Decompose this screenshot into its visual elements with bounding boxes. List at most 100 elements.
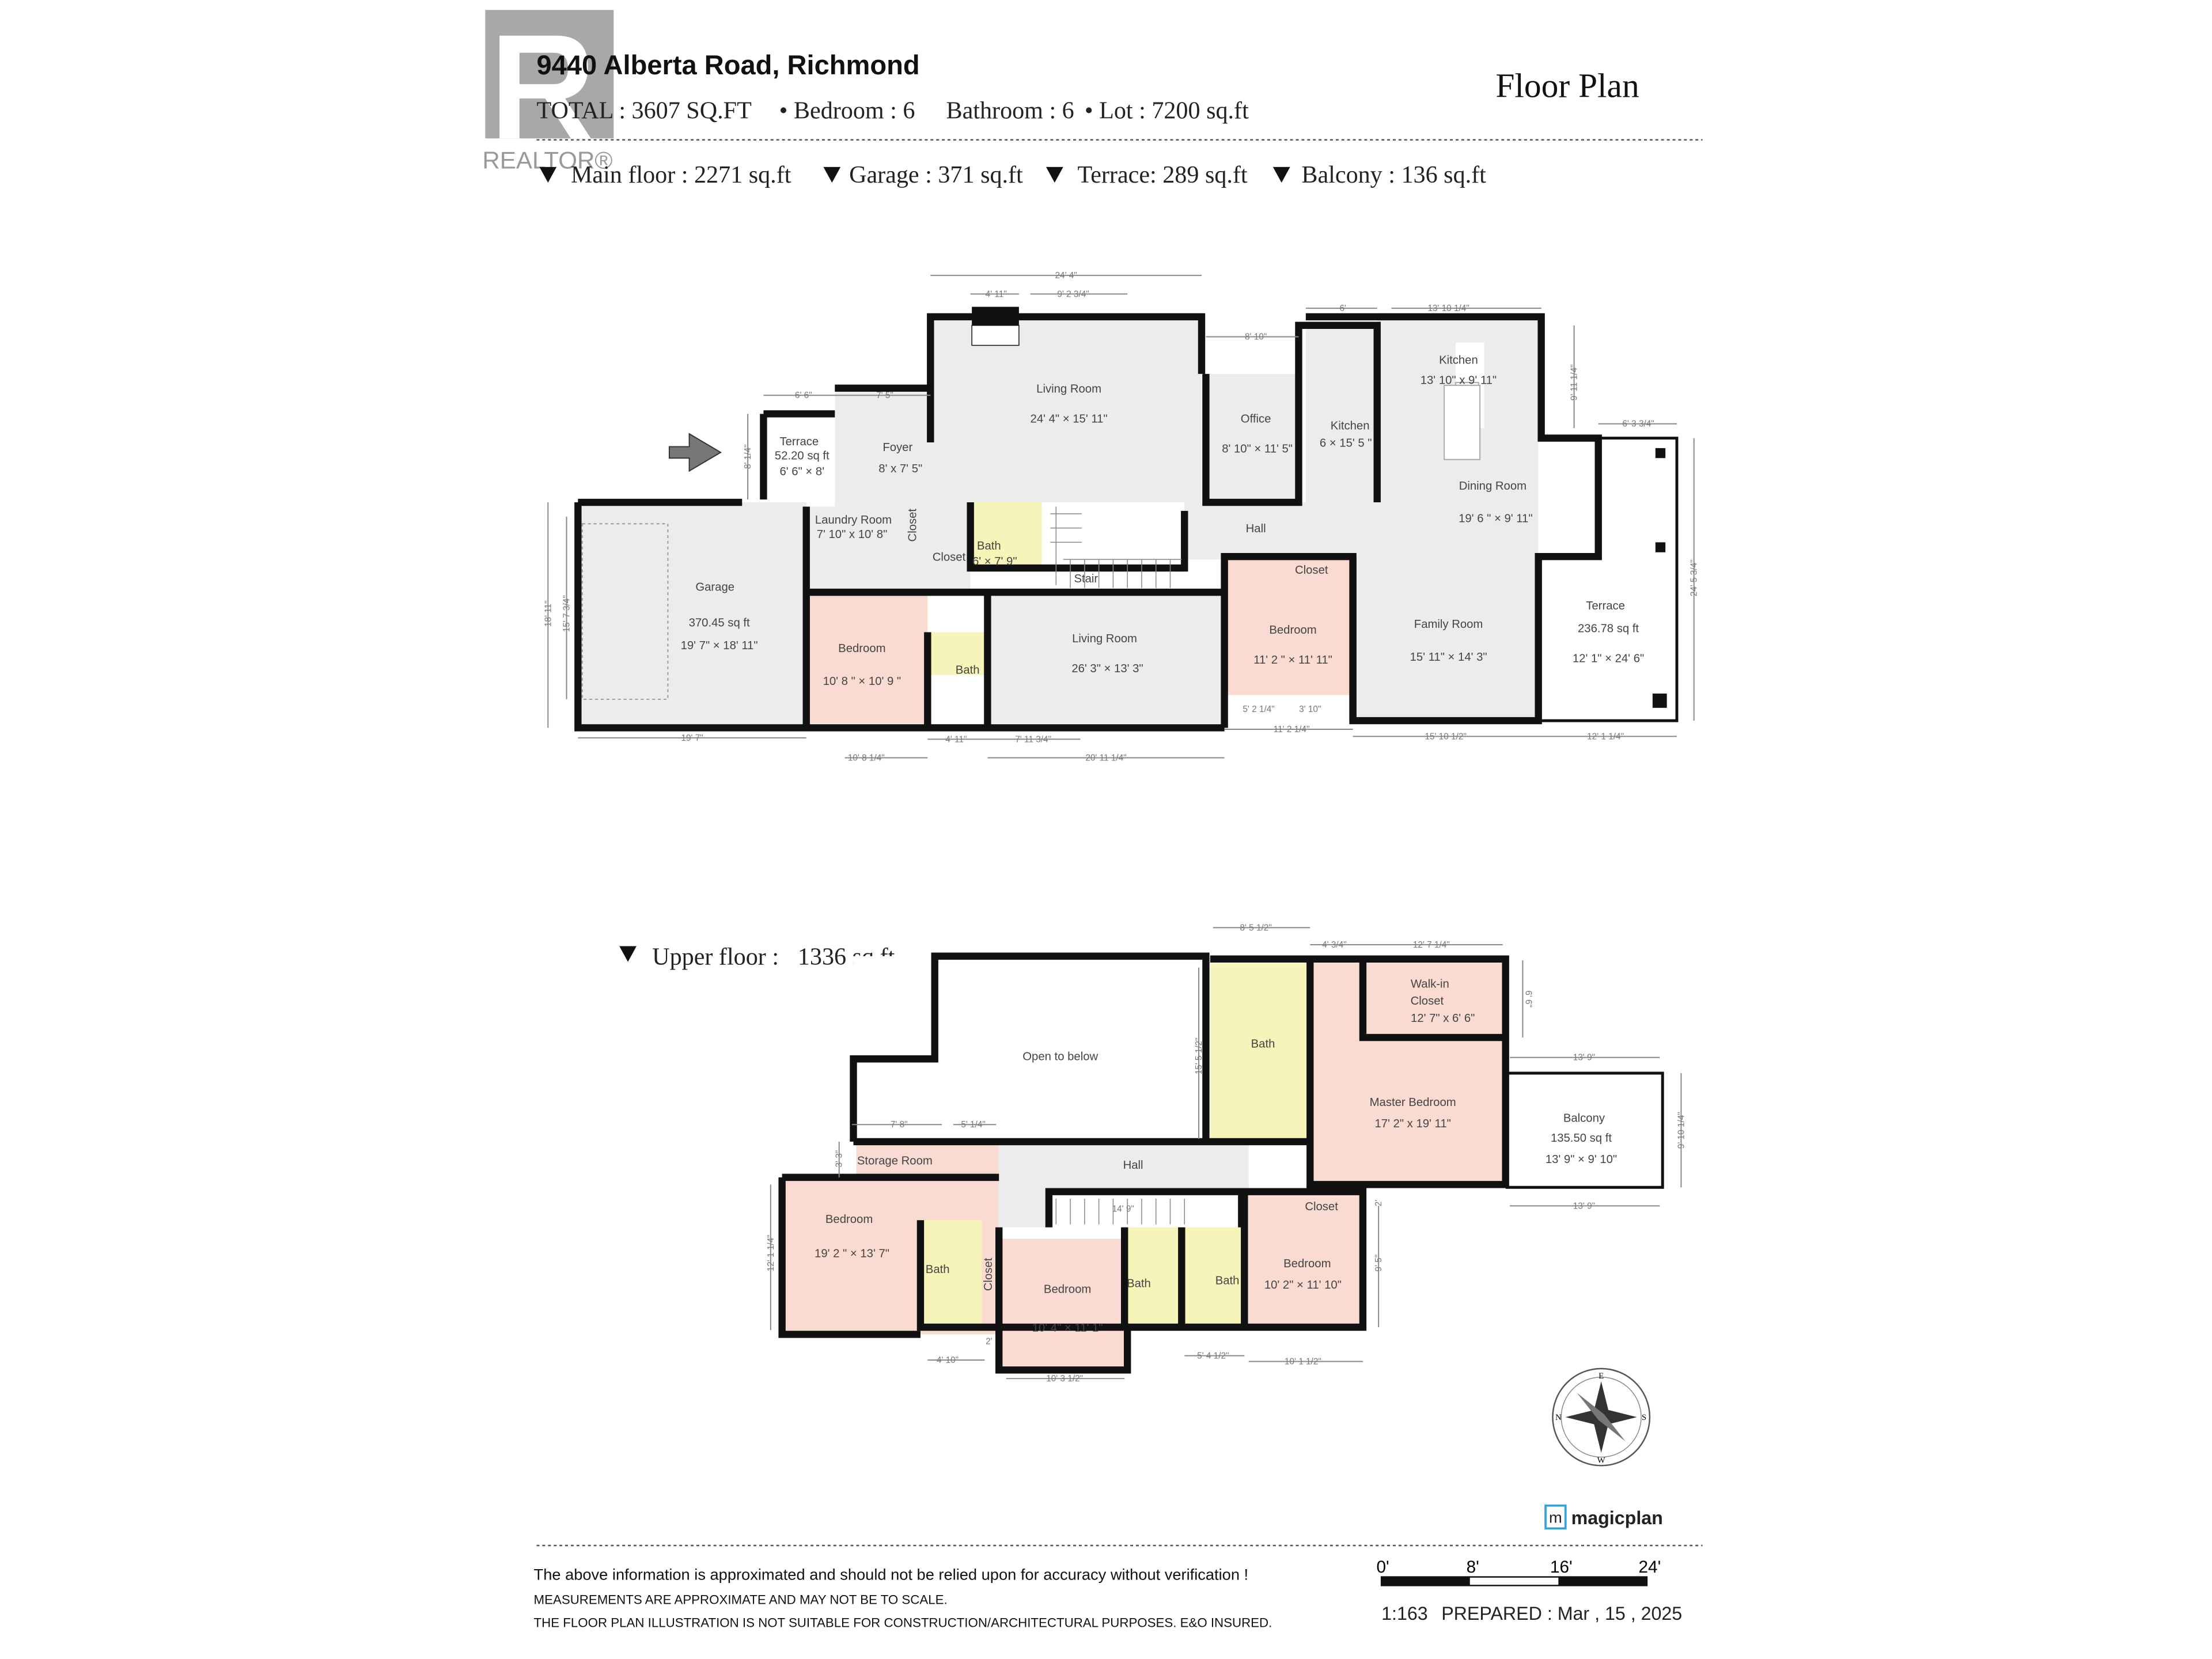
room-name: Open to below [1022,1051,1098,1063]
room-name: Closet [933,551,966,564]
room-name: Living Room [1036,382,1101,395]
room-name: Garage [695,581,734,594]
scale-tick: 16' [1550,1558,1573,1577]
room-name-line2: Closet [1411,995,1444,1007]
room-size: 10' 4" × 11' 1" [1032,1321,1103,1334]
dimension-label: 2' [986,1337,993,1347]
dimension-label: 2' [1374,1200,1384,1207]
room-name: Foyer [882,441,912,454]
dimension-label: 4' 10" [937,1355,959,1365]
realtor-logo: REALTOR® [482,10,614,173]
area-garage: Garage : 371 sq.ft [849,161,1023,188]
dimension-label: 6' 6" [1523,990,1533,1007]
room-name: Closet [1305,1200,1338,1213]
compass-letter: W [1597,1456,1605,1465]
dimension-label: 13' 9" [1573,1201,1595,1211]
room-size: 8' x 7' 5" [878,463,922,475]
dimension-label: 4' 11" [986,289,1007,299]
kitchen-island [1444,384,1481,460]
total-area: TOTAL : 3607 SQ.FT [537,97,752,124]
room-name: Bedroom [1283,1257,1331,1270]
room-name: Terrace [780,435,819,448]
magicplan-name: magicplan [1571,1508,1663,1528]
scale-tick: 24' [1639,1558,1661,1577]
dimension-label: 4' 3/4" [1322,940,1347,950]
dimension-label: 5' 2 1/4" [1243,704,1274,714]
room-name: Closet [982,1257,995,1291]
dimension-label: 10' 3 1/2" [1046,1374,1083,1384]
room-name: Closet [907,509,919,542]
room-size: 12' 1" × 24' 6" [1573,653,1644,665]
dimension-label: 12' 7 1/4" [1413,940,1450,950]
room-name: Laundry Room [815,514,892,527]
room-size: 10' 2" × 11' 10" [1264,1279,1342,1291]
dimension-label: 11' 2 1/4" [1274,725,1310,734]
dimension-label: 5' 1/4" [961,1120,986,1130]
room-area: 135.50 sq ft [1551,1132,1612,1145]
room-size: 15' 11" × 14' 3" [1410,651,1487,664]
main-floor-plan: Living Room 24' 4" × 15' 11" Terrace 52.… [543,271,1699,763]
dimension-label: 6' 6" [795,391,812,400]
stair-icon [1055,1199,1185,1225]
dimension-label: 10' 8 1/4" [848,753,885,763]
measurement-note: MEASUREMENTS ARE APPROXIMATE AND MAY NOT… [534,1593,948,1607]
room-size: 19' 6 " × 9' 11" [1459,513,1532,525]
room-size: 10' 8 " × 10' 9 " [823,675,902,688]
room-size: 17' 2" x 19' 11" [1374,1118,1450,1130]
magicplan-logo: m magicplan [1544,1504,1663,1530]
triangle-icon [823,166,841,183]
area-terrace: Terrace: 289 sq.ft [1077,161,1247,188]
bedroom-count: • Bedroom : 6 [779,97,915,124]
room-size: 19' 7" × 18' 11" [681,639,758,652]
room-size: 26' 3" × 13' 3" [1071,662,1143,675]
dimension-label: 8' 1/4" [743,445,753,469]
room-size: 8' 10" × 11' 5" [1222,442,1293,455]
dimension-label: 9' 2 3/4" [1057,289,1089,299]
room-name: Bath [977,540,1001,552]
room-name: Bath [956,664,980,676]
area-summary: Main floor : 2271 sq.ft Garage : 371 sq.… [539,161,1486,188]
disclaimer: The above information is approximated an… [534,1566,1249,1584]
entrance-arrow-icon [668,433,722,472]
room-name: Kitchen [1331,420,1370,433]
room-name: Bath [1127,1278,1151,1290]
construction-note: THE FLOOR PLAN ILLUSTRATION IS NOT SUITA… [534,1615,1272,1630]
room-name: Bedroom [825,1213,873,1226]
dimension-label: 9' 5" [1374,1255,1384,1272]
room-name: Dining Room [1459,480,1527,493]
room-name: Storage Room [857,1155,933,1168]
room-name: Hall [1246,522,1266,535]
dimension-label: 6' [1340,304,1347,313]
scale-bar: 0' 8' 16' 24' [1377,1558,1661,1586]
scale-tick: 0' [1377,1558,1389,1577]
room-name: Stair [1074,573,1098,585]
room-name: Bedroom [1044,1283,1091,1296]
stair-icon [1050,506,1182,588]
room-size: 13' 9" × 9' 10" [1546,1153,1617,1166]
room-name: Terrace [1586,600,1625,612]
room-name: Walk-in [1411,978,1449,990]
room-area: 52.20 sq ft [775,450,830,463]
room-size: 6' 6" × 8' [780,465,825,478]
room-size: 6' × 7' 9" [972,555,1017,568]
room-name: Hall [1123,1159,1143,1172]
triangle-icon [1046,166,1063,183]
room-size: 24' 4" × 15' 11" [1031,412,1108,425]
dimension-label: 15' 10 1/2" [1425,732,1466,741]
room-name: Closet [1295,564,1328,577]
dimension-label: 24' 4" [1055,271,1077,281]
room-name: Master Bedroom [1370,1096,1456,1109]
dimension-label: 5' 4 1/2" [1197,1351,1229,1361]
room-name: Bedroom [838,642,885,655]
dimension-label: 7' 8" [891,1120,908,1130]
dimension-label: 12' 1 1/4" [766,1234,776,1271]
dimension-label: 9' 10 1/4" [1676,1112,1686,1149]
room-name: Bath [1251,1037,1275,1050]
room-name: Balcony [1563,1112,1605,1124]
compass-rose-icon: E S W N [1552,1368,1651,1467]
dimension-label: 14' 9" [1112,1204,1134,1214]
room-area: 370.45 sq ft [689,617,750,630]
dimension-label: 13' 10 1/4" [1427,304,1469,313]
dimension-label: 15' 5 1/2" [1194,1037,1204,1074]
